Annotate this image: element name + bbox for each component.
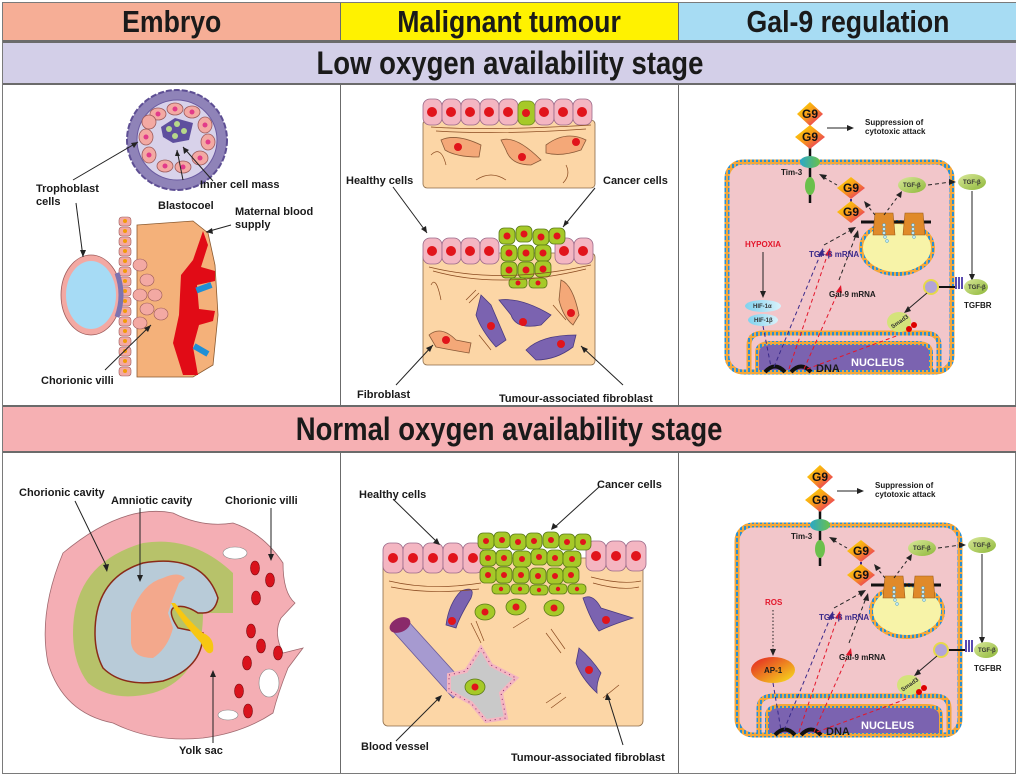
chorionic-villi-tissue	[60, 216, 219, 378]
stage-banner-low-oxygen-label: Low oxygen availability stage	[316, 44, 703, 81]
label-suppression-line1: Suppression of	[865, 118, 924, 127]
label-suppression-line2-2: cytotoxic attack	[875, 490, 936, 499]
label-tgfb-extracellular-2: TGF-β	[973, 543, 991, 549]
label-healthy-cells-2: Healthy cells	[359, 489, 426, 501]
label-tim3-2: Tim-3	[791, 532, 813, 541]
label-cancer-cells: Cancer cells	[603, 175, 668, 187]
blood-vessel	[389, 617, 520, 724]
label-chorionic-villi-2: Chorionic villi	[225, 495, 298, 507]
label-g9-inner-bottom: G9	[843, 205, 859, 219]
tumour-low-oxygen-illustration: Healthy cells Cancer cells Fibroblast Tu…	[346, 98, 668, 405]
embryo-blastocyst-illustration: Trophoblast cells Inner cell mass Blasto…	[36, 89, 313, 387]
label-trophoblast-cells-line2: cells	[36, 196, 60, 208]
label-tgfb-bound-2: TGF-β	[978, 648, 996, 654]
cancer-cell-cluster	[474, 531, 592, 621]
label-blastocoel: Blastocoel	[158, 200, 214, 212]
blastocyst	[126, 89, 228, 191]
column-header-malignant-tumour: Malignant tumour	[341, 3, 679, 41]
stage-banner-normal-oxygen-label: Normal oxygen availability stage	[296, 410, 723, 447]
label-chorionic-cavity: Chorionic cavity	[19, 487, 105, 499]
label-gal9-mrna: Gal-9 mRNA	[829, 290, 876, 299]
stage-banner-low-oxygen: Low oxygen availability stage	[3, 41, 1016, 85]
label-tgfbr-2: TGFBR	[974, 664, 1002, 673]
label-g9-top: G9	[802, 107, 818, 121]
label-dna: DNA	[816, 363, 840, 375]
label-dna-2: DNA	[826, 726, 850, 738]
panel-tumour-low-oxygen: Healthy cells Cancer cells Fibroblast Tu…	[341, 85, 679, 405]
label-hif1a: HIF-1α	[753, 304, 772, 310]
label-trophoblast-cells-line1: Trophoblast	[36, 183, 99, 195]
label-tgfb-extracellular: TGF-β	[963, 180, 981, 186]
column-header-gal9-regulation: Gal-9 regulation	[679, 3, 1016, 41]
label-stimulus-hypoxia: HYPOXIA	[745, 240, 781, 249]
label-hif1b: HIF-1β	[754, 318, 773, 324]
tumour-normal-oxygen-illustration: Healthy cells Cancer cells Blood vessel …	[359, 479, 665, 764]
label-chorionic-villi: Chorionic villi	[41, 375, 114, 387]
label-tgfb-mrna-2: TGF-β mRNA	[819, 613, 869, 622]
column-header-tumour-label: Malignant tumour	[397, 3, 622, 39]
label-maternal-blood-supply-line2: supply	[235, 219, 271, 231]
gal9-dimer-extracellular-2: G9 G9	[805, 465, 835, 512]
label-tumour-associated-fibroblast: Tumour-associated fibroblast	[499, 393, 653, 405]
label-g9-bottom-2: G9	[812, 493, 828, 507]
label-tgfb-intracellular-2: TGF-β	[913, 546, 931, 552]
stage-banner-normal-oxygen: Normal oxygen availability stage	[3, 405, 1016, 453]
cancer-tissue-block	[422, 225, 596, 366]
label-yolk-sac: Yolk sac	[179, 745, 223, 757]
healthy-tissue-block	[422, 98, 596, 189]
label-suppression-line1-2: Suppression of	[875, 481, 934, 490]
label-blood-vessel: Blood vessel	[361, 741, 429, 753]
panel-embryo-normal-oxygen: Chorionic cavity Amniotic cavity Chorion…	[3, 453, 341, 773]
label-g9-inner-top-2: G9	[853, 544, 869, 558]
gal9-regulation-ros-illustration: NUCLEUS DNA Tim-3 G9 G9 Suppression of c…	[734, 465, 1002, 738]
label-g9-top-2: G9	[812, 470, 828, 484]
label-cancer-cells-2: Cancer cells	[597, 479, 662, 491]
label-suppression-line2: cytotoxic attack	[865, 127, 926, 136]
chorion	[44, 510, 304, 740]
gal9-regulation-hypoxia-illustration: NUCLEUS DNA Tim-3 G9 G9 Suppression of c…	[724, 102, 992, 375]
label-nucleus: NUCLEUS	[851, 357, 904, 369]
label-inner-cell-mass: Inner cell mass	[200, 179, 280, 191]
label-tim3: Tim-3	[781, 168, 803, 177]
label-nucleus-2: NUCLEUS	[861, 720, 914, 732]
label-tumour-associated-fibroblast-2: Tumour-associated fibroblast	[511, 752, 665, 764]
label-g9-bottom: G9	[802, 130, 818, 144]
gal9-dimer-extracellular: G9 G9	[795, 102, 825, 149]
embryo-fetus-illustration: Chorionic cavity Amniotic cavity Chorion…	[19, 487, 304, 757]
panel-gal9-low-oxygen: NUCLEUS DNA Tim-3 G9 G9 Suppression of c…	[679, 85, 1016, 405]
column-header-gal9-label: Gal-9 regulation	[746, 3, 949, 39]
panel-gal9-normal-oxygen: NUCLEUS DNA Tim-3 G9 G9 Suppression of c…	[679, 453, 1016, 773]
label-ap1: AP-1	[764, 666, 783, 675]
column-header-embryo-label: Embryo	[121, 3, 222, 39]
label-g9-inner-bottom-2: G9	[853, 568, 869, 582]
label-gal9-mrna-2: Gal-9 mRNA	[839, 653, 886, 662]
label-fibroblast: Fibroblast	[357, 389, 411, 401]
label-tgfbr: TGFBR	[964, 301, 992, 310]
label-maternal-blood-supply-line1: Maternal blood	[235, 206, 313, 218]
label-tgfb-intracellular: TGF-β	[903, 183, 921, 189]
gal9-dimer-intracellular: G9 G9	[837, 177, 865, 223]
label-tgfb-mrna: TGF-β mRNA	[809, 250, 859, 259]
gal9-dimer-intracellular-2: G9 G9	[847, 540, 875, 586]
column-header-embryo: Embryo	[3, 3, 341, 41]
label-healthy-cells: Healthy cells	[346, 175, 413, 187]
label-amniotic-cavity: Amniotic cavity	[111, 495, 193, 507]
panel-embryo-low-oxygen: Trophoblast cells Inner cell mass Blasto…	[3, 85, 341, 405]
label-stimulus-ros: ROS	[765, 598, 783, 607]
label-tgfb-bound: TGF-β	[968, 285, 986, 291]
label-g9-inner-top: G9	[843, 181, 859, 195]
panel-tumour-normal-oxygen: Healthy cells Cancer cells Blood vessel …	[341, 453, 679, 773]
